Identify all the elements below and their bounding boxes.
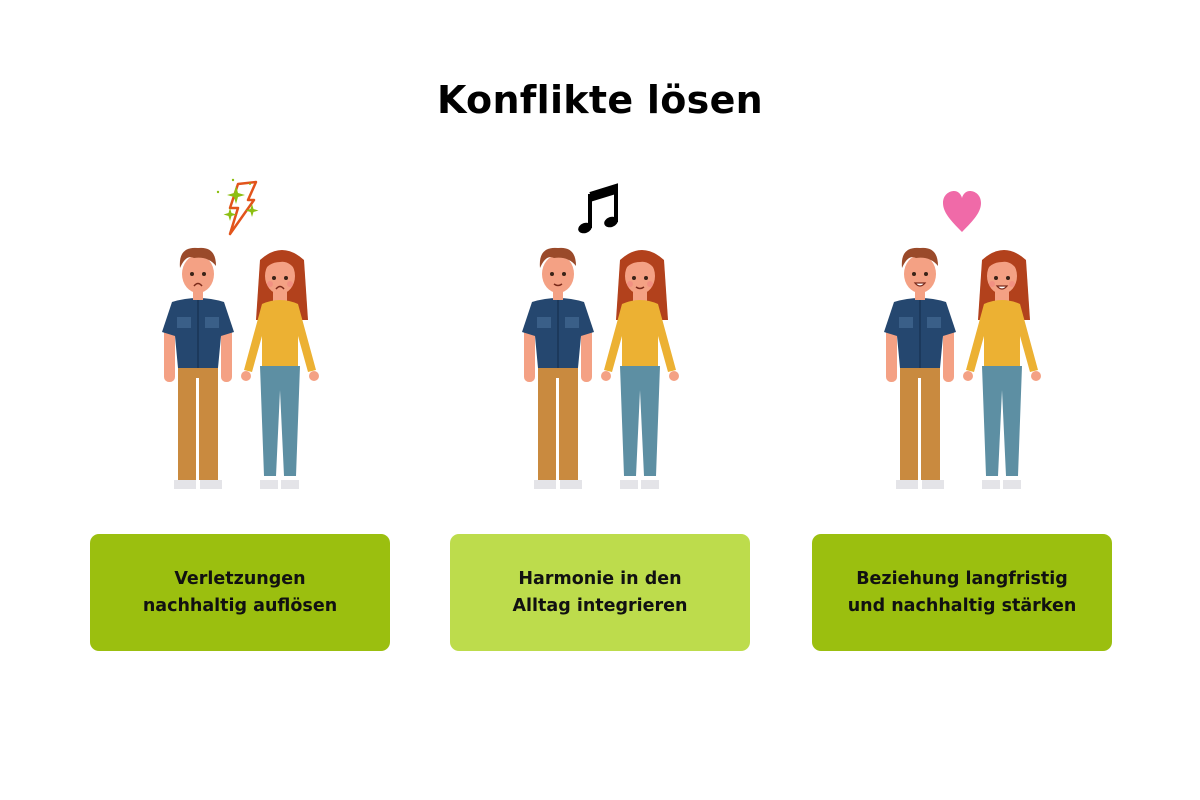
box-line-2: und nachhaltig stärken — [847, 595, 1077, 616]
couple-illustration-sad — [158, 240, 323, 500]
lightning-icon — [216, 178, 259, 236]
man-figure — [162, 247, 234, 489]
man-figure — [522, 247, 594, 489]
panel-relationship: Beziehung langfristig und nachhaltig stär… — [797, 170, 1127, 670]
woman-figure — [963, 250, 1041, 489]
box-line-1: Harmonie in den — [518, 568, 682, 589]
woman-figure — [241, 250, 319, 489]
heart-icon — [943, 191, 981, 232]
music-note-icon — [578, 183, 618, 234]
page-title: Konflikte lösen — [436, 78, 764, 122]
couple-illustration-happy — [880, 240, 1045, 500]
box-line-1: Verletzungen — [174, 568, 306, 589]
relationship-box: Beziehung langfristig und nachhaltig stär… — [812, 534, 1112, 651]
conflict-box: Verletzungen nachhaltig auflösen — [90, 534, 390, 651]
man-figure — [884, 247, 956, 489]
box-line-2: nachhaltig auflösen — [142, 595, 338, 616]
panel-conflict: Verletzungen nachhaltig auflösen — [75, 170, 405, 670]
box-line-2: Alltag integrieren — [512, 595, 688, 616]
woman-figure — [601, 250, 679, 489]
box-line-1: Beziehung langfristig — [856, 568, 1068, 589]
couple-illustration-neutral — [518, 240, 683, 500]
